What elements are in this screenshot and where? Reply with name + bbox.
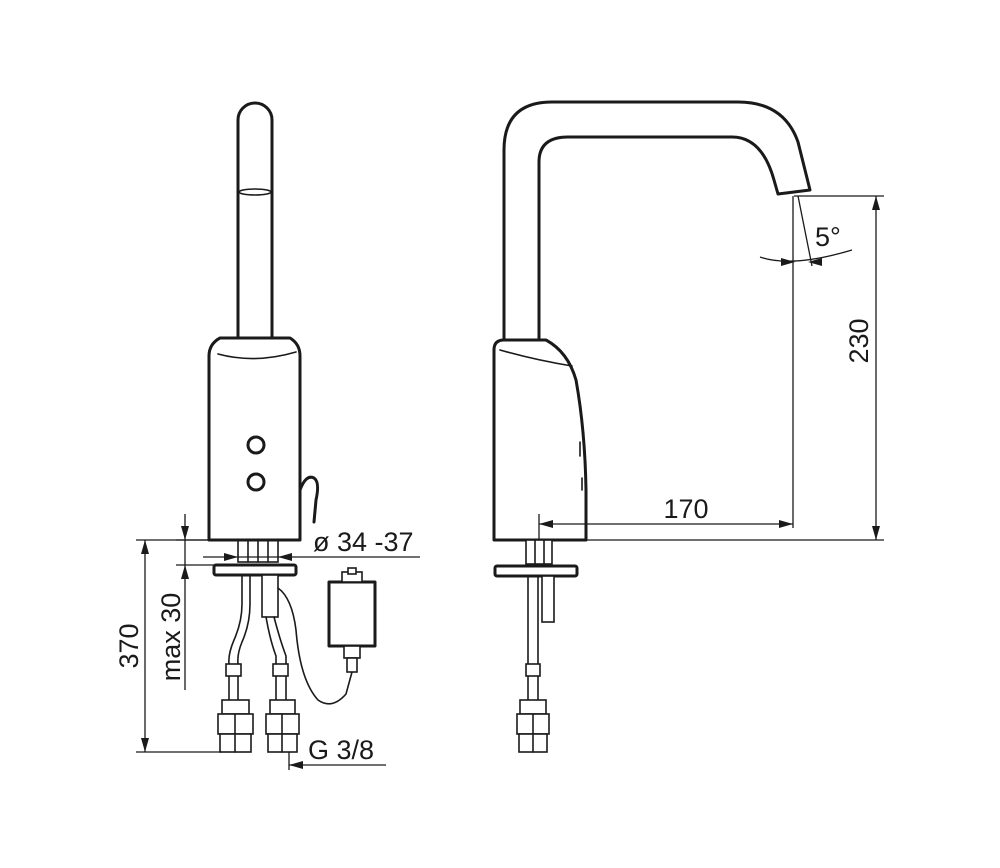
front-body-top-bevel: [217, 351, 297, 360]
side-connector: [525, 539, 553, 565]
side-body-bevel: [499, 349, 573, 367]
front-mount-washer: [212, 563, 298, 577]
angle-arc: [759, 249, 853, 262]
side-body: [492, 338, 588, 542]
dim-max-thickness: max 30: [156, 593, 186, 682]
dim-diameter: ø 34 -37: [313, 527, 414, 557]
flex-hose-right: [265, 616, 277, 701]
front-side-lever: [298, 475, 320, 524]
fitting-left: [217, 699, 254, 753]
side-fitting: [516, 699, 550, 753]
front-view: [207, 101, 377, 753]
side-bracket: [541, 575, 555, 623]
control-box: [327, 580, 377, 648]
dim-spout-height: 230: [844, 318, 874, 363]
front-body: [207, 336, 302, 542]
front-dimensions: 370 max 30 ø 34 -37 G 3/8: [114, 514, 420, 770]
flex-hose-left: [228, 574, 243, 701]
side-spout: [502, 100, 812, 342]
front-shank: [261, 574, 279, 618]
front-spout-outlet: [238, 188, 272, 196]
side-dimensions: 230 170 5°: [538, 195, 884, 541]
sensor-window-upper: [246, 435, 266, 455]
dim-thread: G 3/8: [308, 735, 374, 765]
dim-spout-reach: 170: [663, 494, 708, 524]
sensor-window-lower: [246, 472, 266, 492]
side-view: [492, 100, 812, 753]
dim-angle: 5°: [815, 222, 841, 252]
side-mount-washer: [493, 564, 579, 578]
fitting-right: [265, 699, 300, 753]
front-spout-tube: [236, 101, 274, 340]
dim-total-height: 370: [114, 623, 144, 668]
control-box-cable: [277, 587, 353, 705]
